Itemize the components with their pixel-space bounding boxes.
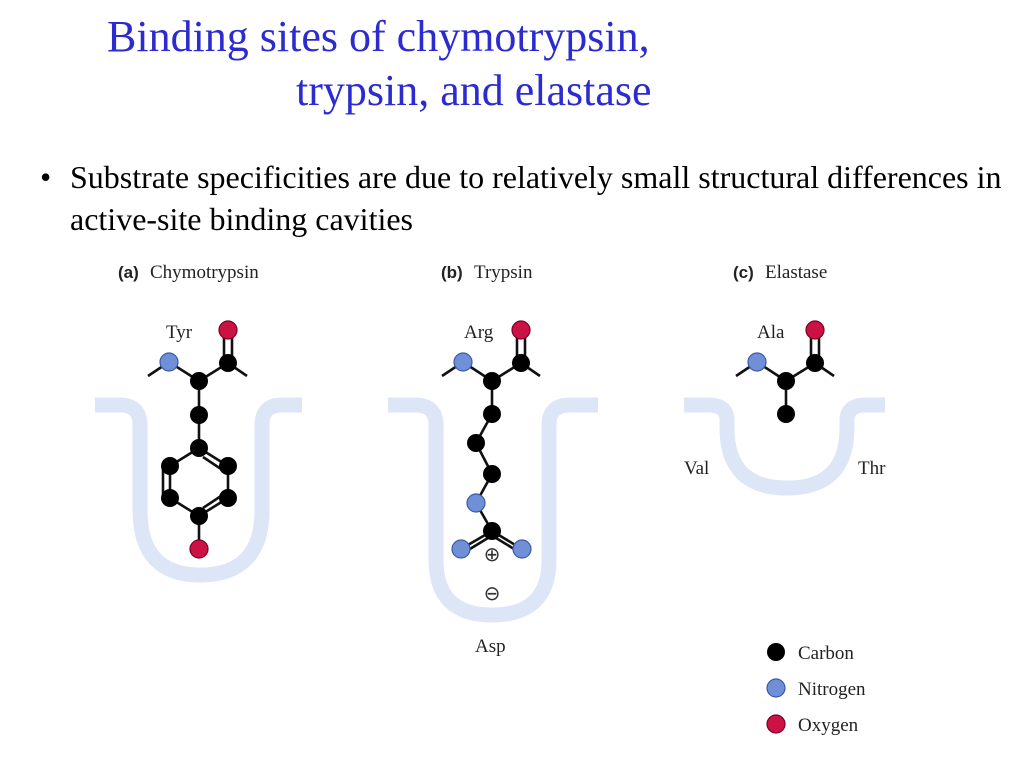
- atom-legend: Carbon Nitrogen Oxygen: [766, 643, 866, 736]
- legend-carbon-swatch: [767, 643, 785, 661]
- carbon-atom: [806, 354, 824, 372]
- carbon-atom: [219, 489, 237, 507]
- carbon-atom: [777, 372, 795, 390]
- panel-c-letter: (c): [733, 263, 754, 282]
- slide-title: Binding sites of chymotrypsin, trypsin, …: [0, 10, 1024, 118]
- carbon-atom: [190, 507, 208, 525]
- nitrogen-atom: [159, 352, 179, 372]
- legend-carbon-label: Carbon: [798, 643, 854, 664]
- carbon-atom: [777, 405, 795, 423]
- bond: [202, 494, 222, 510]
- positive-charge-symbol: ⊕: [484, 542, 501, 566]
- chymotrypsin-binding-pocket: [95, 397, 302, 583]
- carbon-atom: [190, 439, 208, 457]
- residue-label-asp: Asp: [475, 636, 506, 657]
- legend-oxygen-label: Oxygen: [798, 715, 859, 736]
- carbon-atom: [512, 354, 530, 372]
- residue-label-arg: Arg: [464, 322, 494, 343]
- nitrogen-atom: [747, 352, 767, 372]
- legend-nitrogen-swatch: [766, 678, 786, 698]
- elastase-binding-pocket: [684, 397, 885, 496]
- residue-label-thr: Thr: [858, 458, 886, 479]
- panel-trypsin: (b) Trypsin Arg ⊕ ⊖ Asp: [388, 262, 598, 657]
- panel-elastase: (c) Elastase Ala Val Thr: [684, 262, 886, 496]
- carbon-atom: [190, 372, 208, 390]
- bond: [202, 455, 222, 471]
- panel-a-letter: (a): [118, 263, 139, 282]
- panel-b-name: Trypsin: [474, 262, 533, 283]
- panel-chymotrypsin: (a) Chymotrypsin Tyr: [95, 262, 302, 583]
- negative-charge-symbol: ⊖: [484, 581, 501, 605]
- carbon-atom: [483, 372, 501, 390]
- oxygen-atom: [511, 320, 531, 340]
- residue-label-tyr: Tyr: [166, 322, 193, 343]
- panel-b-letter: (b): [441, 263, 463, 282]
- slide-title-line-2: trypsin, and elastase: [296, 66, 652, 115]
- nitrogen-atom: [453, 352, 473, 372]
- carbon-atom: [219, 354, 237, 372]
- nitrogen-atom: [512, 539, 532, 559]
- carbon-atom: [219, 457, 237, 475]
- oxygen-atom: [189, 539, 209, 559]
- residue-label-ala: Ala: [757, 322, 785, 343]
- bullet-symbol: •: [40, 159, 52, 195]
- bullet-text: Substrate specificities are due to relat…: [70, 159, 1002, 237]
- slide-title-line-1: Binding sites of chymotrypsin,: [107, 12, 650, 61]
- residue-label-val: Val: [684, 458, 709, 479]
- panel-a-name: Chymotrypsin: [150, 262, 259, 283]
- carbon-atom: [483, 522, 501, 540]
- carbon-atom: [467, 434, 485, 452]
- oxygen-atom: [218, 320, 238, 340]
- legend-oxygen-swatch: [766, 714, 786, 734]
- carbon-atom: [190, 406, 208, 424]
- oxygen-atom: [805, 320, 825, 340]
- carbon-atom: [161, 489, 179, 507]
- bullet-point: • Substrate specificities are due to rel…: [40, 156, 1015, 240]
- carbon-atom: [483, 465, 501, 483]
- panel-c-name: Elastase: [765, 262, 827, 283]
- carbon-atom: [483, 405, 501, 423]
- nitrogen-atom: [466, 493, 486, 513]
- carbon-atom: [161, 457, 179, 475]
- nitrogen-atom: [451, 539, 471, 559]
- legend-nitrogen-label: Nitrogen: [798, 679, 866, 700]
- trypsin-binding-pocket: [388, 397, 598, 623]
